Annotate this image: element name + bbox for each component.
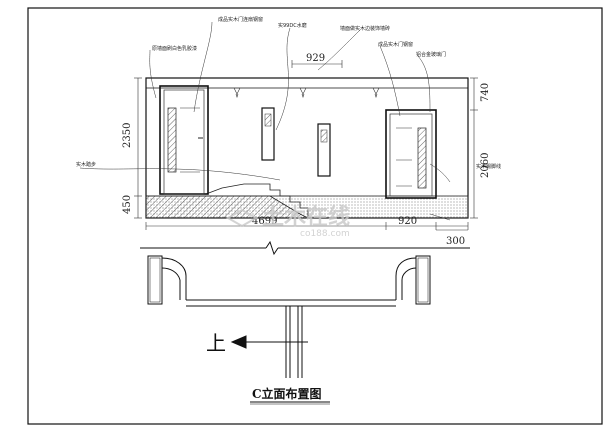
watermark: 土木在线 co188.com [225, 204, 350, 239]
dim-740: 740 [480, 83, 491, 102]
dim-4699: 4699 [252, 216, 277, 227]
dim-929: 929 [306, 53, 325, 64]
dim-920: 920 [398, 216, 417, 227]
left-door-panel [167, 107, 177, 173]
sheet-frame [27, 7, 603, 425]
leader-lines [79, 21, 451, 221]
up-arrow-icon [230, 335, 308, 349]
label-top1: 成品实木门连扇钢窗 [218, 16, 263, 23]
left-door-frame [159, 85, 209, 195]
left-door-leaf [163, 89, 205, 195]
window-1 [261, 107, 275, 161]
label-left2: 实木踏步 [76, 161, 96, 168]
window-1-glass [264, 113, 272, 127]
arrow-label: 上 [206, 331, 226, 355]
right-door-leaf [389, 113, 433, 197]
stair-steps [205, 183, 309, 218]
label-top3: 墙面做实木边装饰墙砖 [340, 25, 390, 32]
stair-hatch [145, 195, 309, 219]
right-door-frame [385, 109, 437, 199]
label-right2: 实木踢脚线 [476, 163, 501, 170]
dim-2060: 2060 [480, 153, 491, 178]
window-2 [317, 123, 331, 177]
watermark-sub: co188.com [300, 229, 350, 239]
label-right1: 铝合金玻璃门 [416, 51, 446, 58]
label-left1: 原墙面刷白色乳胶漆 [152, 45, 197, 52]
label-top2: 实99DC水磨 [278, 22, 307, 29]
watermark-logo-icon [225, 208, 259, 228]
ceiling-lamp-icon [233, 87, 380, 98]
label-top4: 成品实木门钢窗 [378, 41, 413, 48]
dimension-lines [134, 60, 478, 231]
dim-2350: 2350 [122, 123, 133, 148]
dim-450: 450 [122, 195, 133, 214]
right-door-panel [417, 127, 427, 189]
watermark-main: 土木在线 [262, 204, 350, 230]
plan-view [140, 240, 470, 378]
dim-300: 300 [446, 236, 465, 247]
window-2-glass [320, 129, 328, 143]
drawing-title: C立面布置图 [252, 386, 322, 401]
